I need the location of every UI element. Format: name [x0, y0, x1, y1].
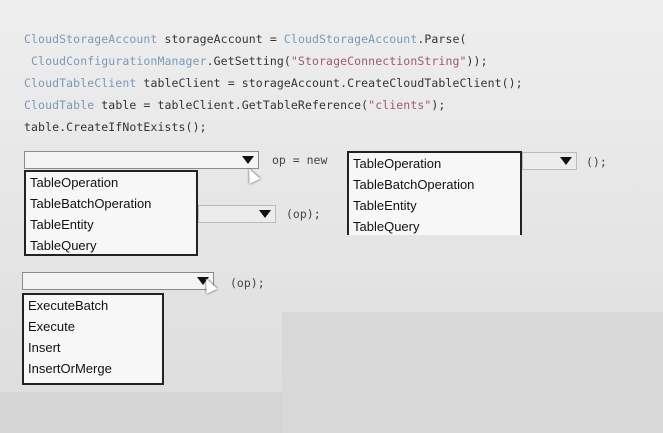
dropdown-type-select[interactable] [24, 151, 259, 169]
option-insert-or-merge[interactable]: InsertOrMerge [28, 361, 112, 376]
op-new-text: op = new [272, 153, 328, 167]
code-line-4: CloudTable table = tableClient.GetTableR… [24, 98, 446, 112]
option-table-entity-2[interactable]: TableEntity [353, 198, 417, 213]
dropdown-execute-select[interactable] [22, 272, 214, 290]
dropdown-type-options: TableOperation TableBatchOperation Table… [24, 170, 198, 256]
dropdown-table-method-select[interactable] [198, 205, 276, 223]
paren-semicolon-text: (); [586, 155, 607, 169]
chevron-down-icon[interactable] [242, 156, 254, 164]
op-arg-text: (op); [286, 207, 321, 221]
option-execute-batch[interactable]: ExecuteBatch [28, 298, 109, 313]
code-line-5: table.CreateIfNotExists(); [24, 120, 207, 134]
chevron-down-icon[interactable] [259, 210, 271, 218]
option-table-entity[interactable]: TableEntity [30, 217, 94, 232]
chevron-down-icon[interactable] [197, 277, 209, 285]
code-line-1: CloudStorageAccount storageAccount = Clo… [24, 32, 467, 46]
option-insert[interactable]: Insert [28, 340, 61, 355]
option-table-batch-operation[interactable]: TableBatchOperation [30, 196, 152, 211]
chevron-down-icon[interactable] [560, 157, 572, 165]
code-line-3: CloudTableClient tableClient = storageAc… [24, 76, 523, 90]
option-execute[interactable]: Execute [28, 319, 75, 334]
option-table-operation-2[interactable]: TableOperation [353, 156, 442, 171]
code-line-2: CloudConfigurationManager.GetSetting("St… [24, 54, 488, 68]
option-table-query[interactable]: TableQuery [30, 238, 97, 253]
mouse-cursor-icon-2 [200, 276, 218, 294]
dropdown-operation-select[interactable] [522, 152, 577, 170]
dropdown-operation-options: TableOperation TableBatchOperation Table… [347, 151, 522, 235]
option-table-operation[interactable]: TableOperation [30, 175, 119, 190]
dropdown-execute-options: ExecuteBatch Execute Insert InsertOrMerg… [22, 293, 164, 385]
op-arg-text-2: (op); [230, 276, 265, 290]
option-table-batch-operation-2[interactable]: TableBatchOperation [353, 177, 475, 192]
option-table-query-2[interactable]: TableQuery [353, 219, 420, 234]
right-band [282, 312, 663, 433]
